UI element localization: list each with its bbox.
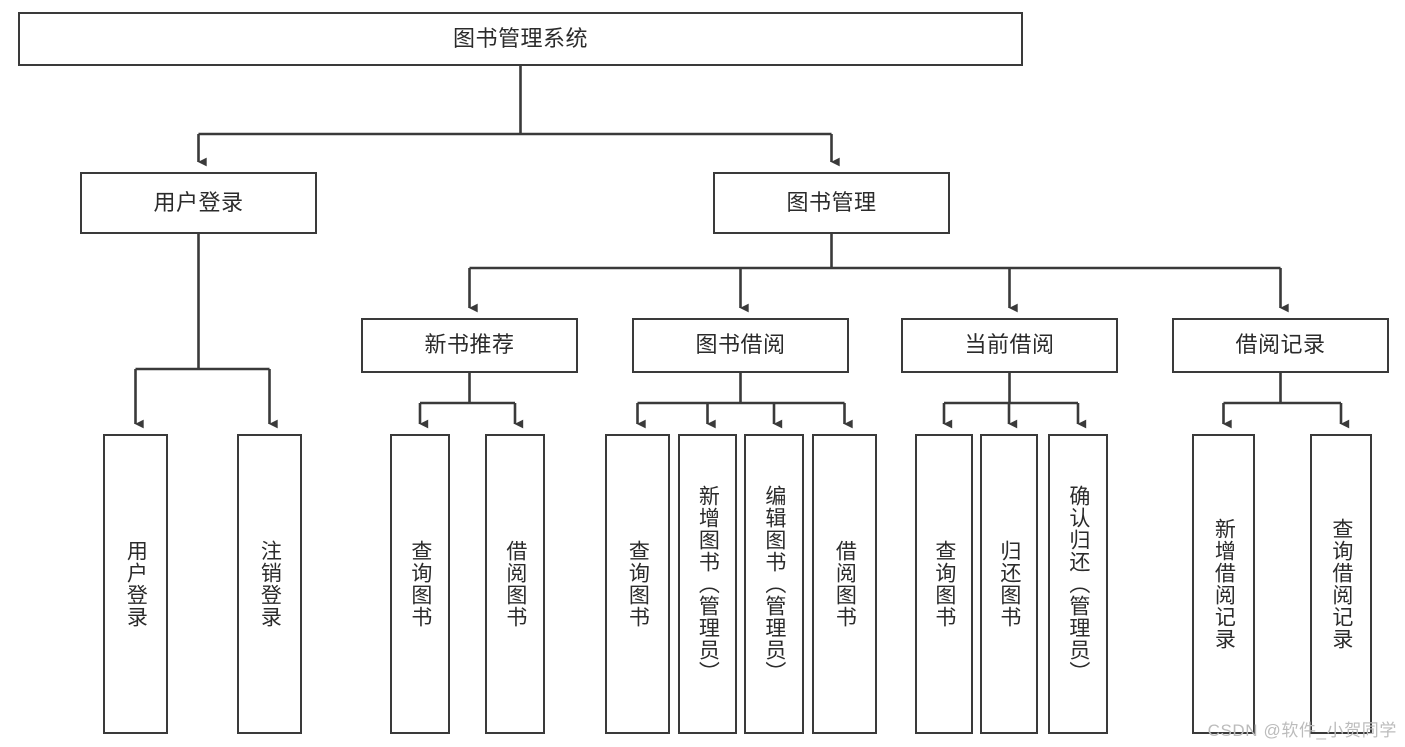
- node-label: 查询图书: [932, 540, 956, 628]
- node-b-query[interactable]: 查询图书: [605, 434, 670, 734]
- node-label: 新书推荐: [424, 332, 515, 358]
- node-label: 图书管理系统: [452, 25, 588, 51]
- node-b-edit[interactable]: 编辑图书（管理员）: [744, 434, 804, 734]
- node-label: 借阅图书: [833, 540, 857, 628]
- node-label: 查询图书: [626, 540, 650, 628]
- node-label: 归还图书: [997, 540, 1021, 628]
- node-l-logout[interactable]: 注销登录: [237, 434, 302, 734]
- node-label: 借阅记录: [1235, 332, 1326, 358]
- node-label: 新增图书（管理员）: [696, 485, 720, 683]
- node-label: 用户登录: [124, 540, 148, 628]
- node-c-return[interactable]: 归还图书: [980, 434, 1038, 734]
- edge-paths: [134, 66, 1350, 429]
- node-label: 图书管理: [786, 189, 877, 215]
- node-newbook[interactable]: 新书推荐: [361, 318, 578, 373]
- node-bookmgmt[interactable]: 图书管理: [713, 172, 950, 234]
- node-records[interactable]: 借阅记录: [1172, 318, 1389, 373]
- node-label: 新增借阅记录: [1212, 518, 1236, 650]
- node-r-add[interactable]: 新增借阅记录: [1192, 434, 1255, 734]
- node-label: 查询借阅记录: [1329, 518, 1353, 650]
- node-label: 查询图书: [408, 540, 432, 628]
- node-label: 当前借阅: [964, 332, 1055, 358]
- node-label: 图书借阅: [695, 332, 786, 358]
- node-borrow[interactable]: 图书借阅: [632, 318, 849, 373]
- node-current[interactable]: 当前借阅: [901, 318, 1118, 373]
- node-label: 确认归还（管理员）: [1066, 485, 1090, 683]
- node-b-add[interactable]: 新增图书（管理员）: [678, 434, 737, 734]
- node-label: 注销登录: [258, 540, 282, 628]
- node-label: 编辑图书（管理员）: [762, 485, 786, 683]
- node-n-query[interactable]: 查询图书: [390, 434, 450, 734]
- node-login[interactable]: 用户登录: [80, 172, 317, 234]
- node-l-login[interactable]: 用户登录: [103, 434, 168, 734]
- node-root[interactable]: 图书管理系统: [18, 12, 1023, 66]
- node-c-query[interactable]: 查询图书: [915, 434, 973, 734]
- node-label: 借阅图书: [503, 540, 527, 628]
- node-b-lend[interactable]: 借阅图书: [812, 434, 877, 734]
- node-label: 用户登录: [153, 189, 244, 215]
- node-c-confirm[interactable]: 确认归还（管理员）: [1048, 434, 1108, 734]
- node-n-borrow[interactable]: 借阅图书: [485, 434, 545, 734]
- node-r-query[interactable]: 查询借阅记录: [1310, 434, 1372, 734]
